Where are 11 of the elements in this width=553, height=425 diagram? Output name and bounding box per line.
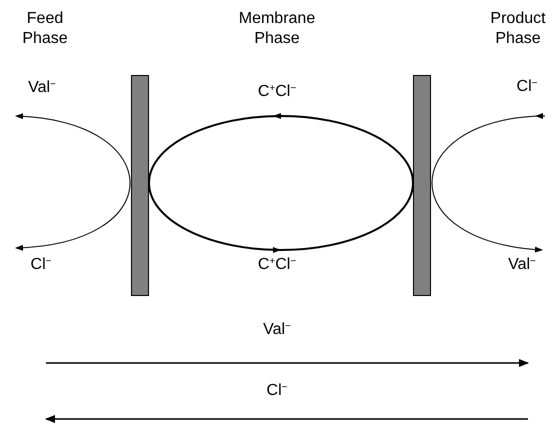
phase-heading: Feed Phase: [21, 9, 69, 49]
ion-label: Cl$^{−}$: [516, 77, 538, 97]
ion-label: Val$^{−}$: [507, 255, 537, 275]
carrier-label: C$^{+}$Cl$^{−}$: [256, 255, 298, 275]
flux-label: Cl$^{−}$: [266, 381, 288, 401]
phase-heading: Product Phase: [489, 9, 547, 49]
flux-label: Val$^{−}$: [262, 320, 292, 340]
ion-label: Cl$^{−}$: [30, 255, 52, 275]
phase-heading: Membrane Phase: [238, 9, 316, 49]
carrier-label: C$^{+}$Cl$^{−}$: [256, 82, 298, 102]
ion-label: Val$^{−}$: [27, 78, 57, 98]
